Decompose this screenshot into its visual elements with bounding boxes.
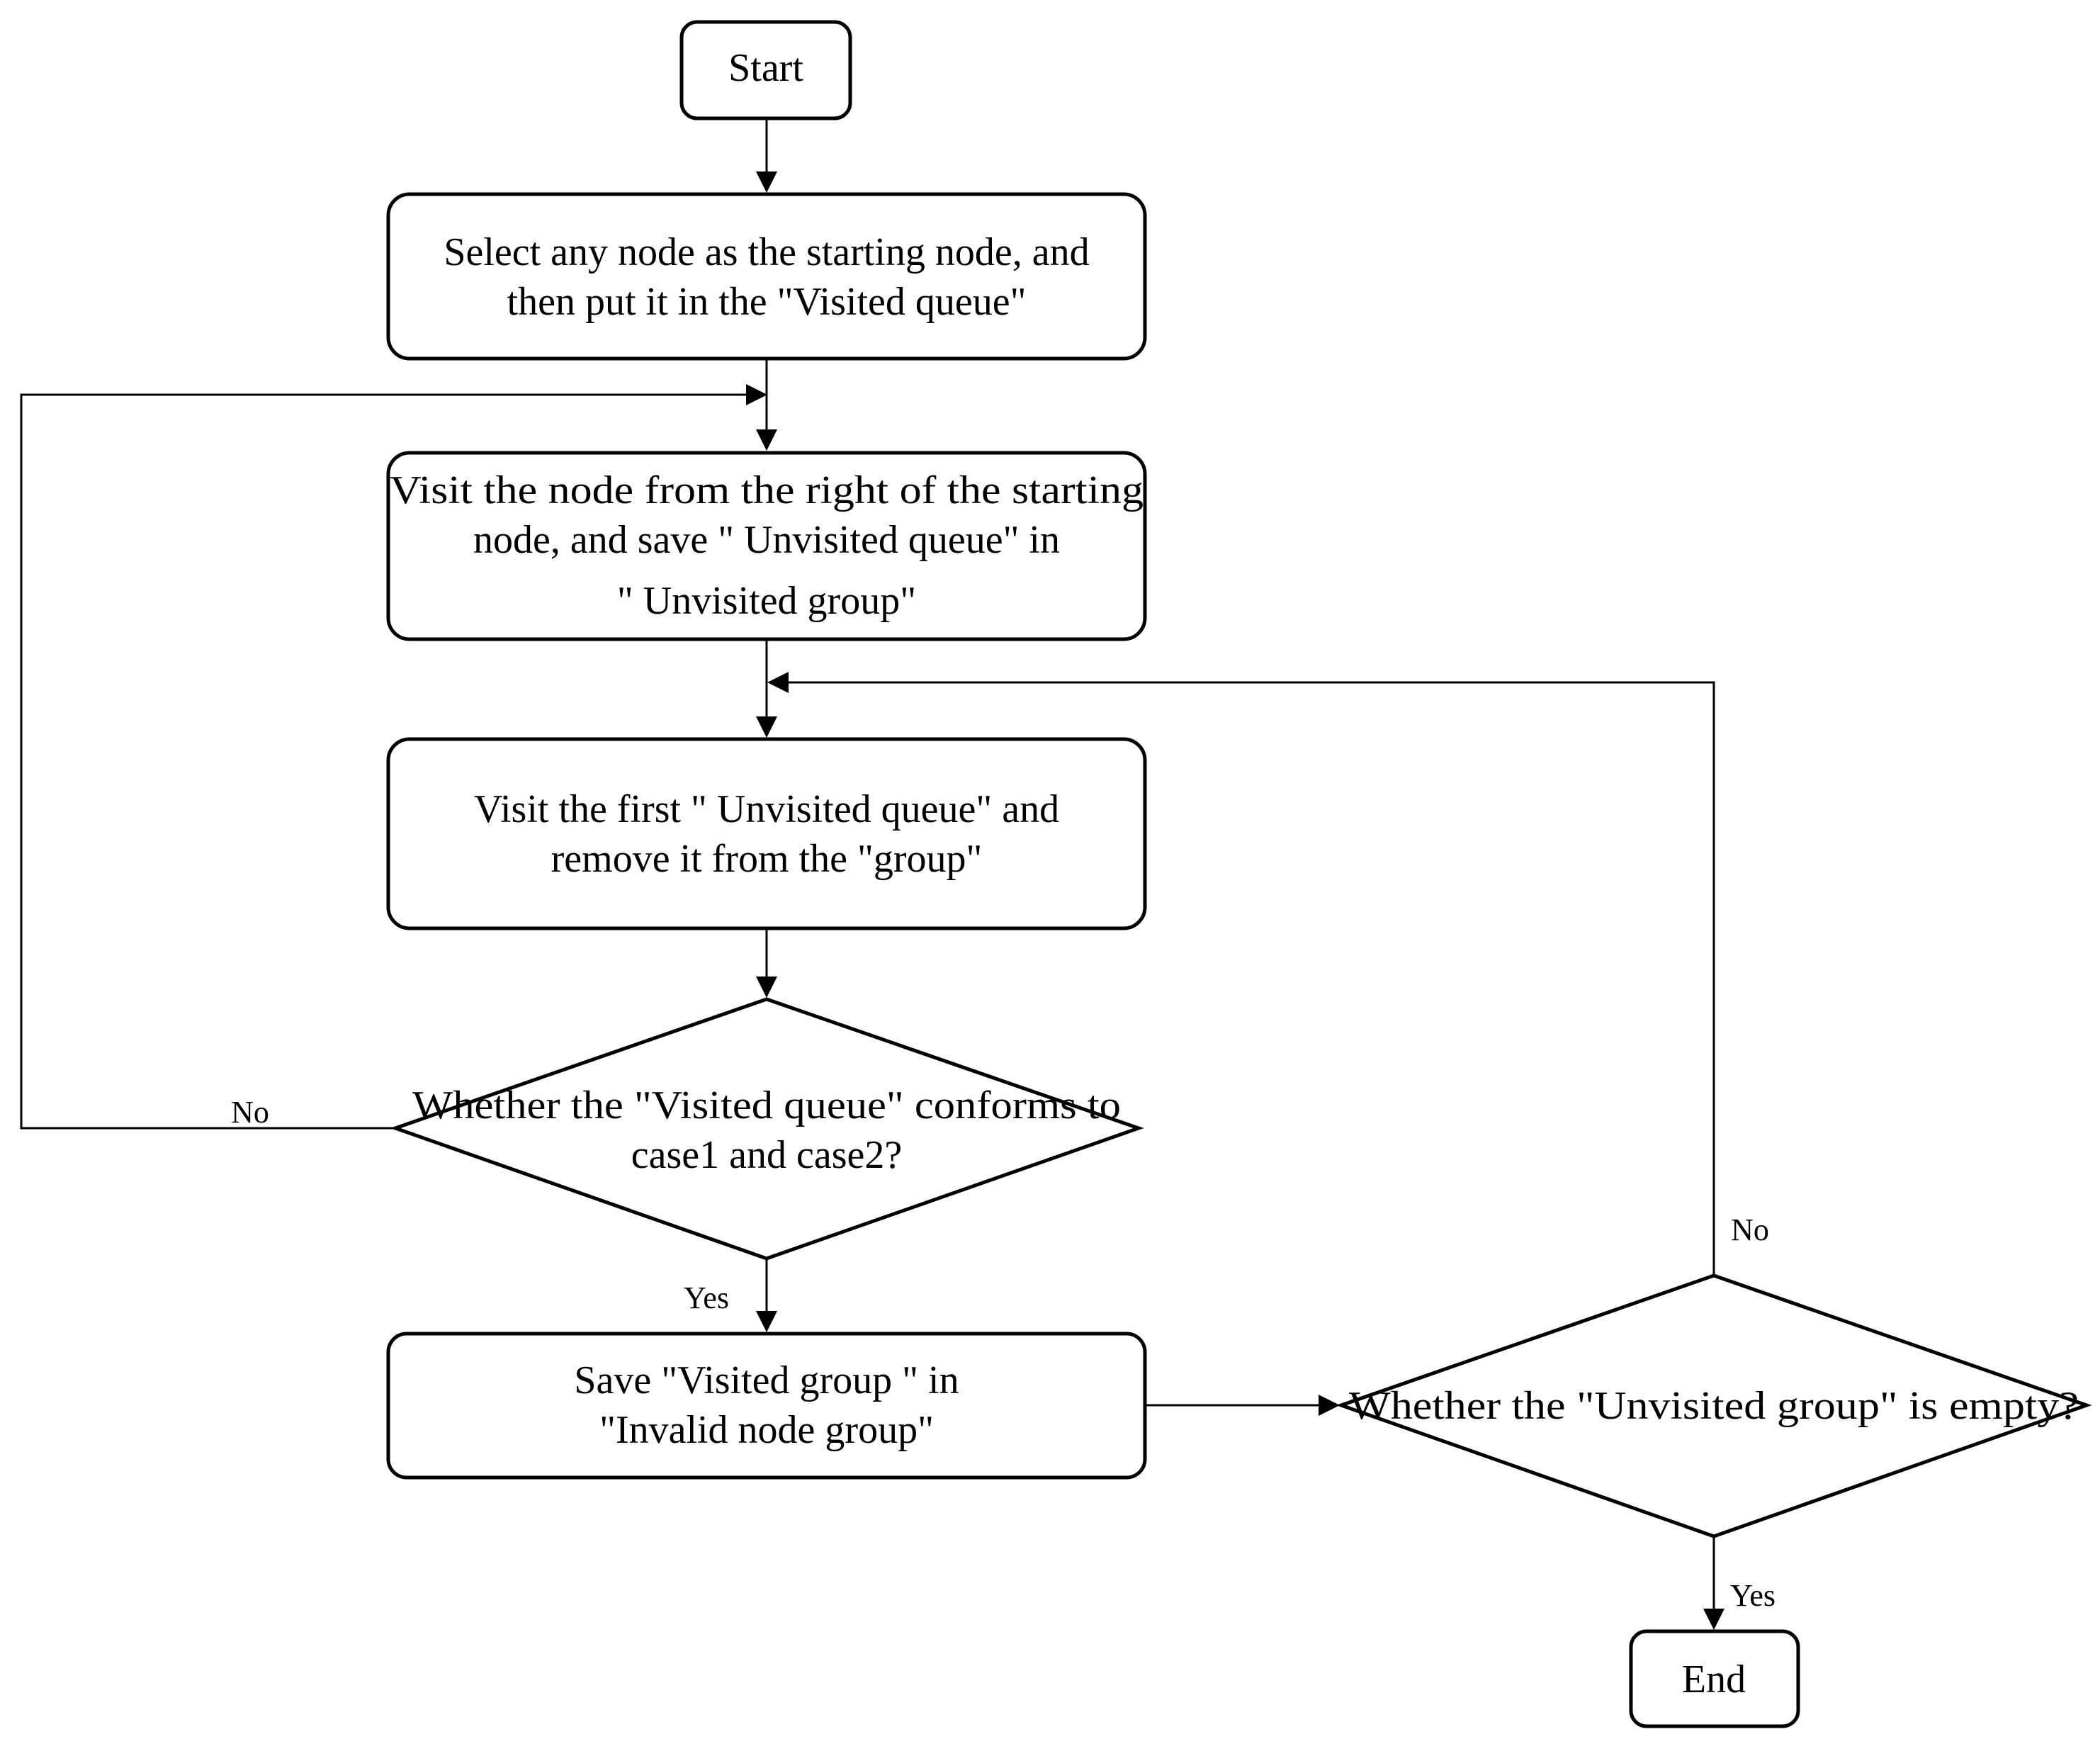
case-no-label: No	[231, 1095, 269, 1130]
visit-right-node-box	[386, 451, 1147, 641]
edges	[20, 118, 1724, 1630]
case-decision-diamond	[390, 997, 1144, 1261]
case-decision-label-line-1: Whether the "Visited queue" conforms to	[412, 1084, 1121, 1127]
empty-decision-label: Whether the "Unvisited group" is empty?	[1349, 1384, 2079, 1428]
visit-first-label-line-2: remove it from the "group"	[551, 837, 983, 881]
start-label: Start	[728, 46, 803, 90]
visit-right-label-line-1: Visit the node from the right of the sta…	[390, 468, 1144, 512]
empty-no-label: No	[1731, 1212, 1769, 1247]
case-yes-label: Yes	[684, 1281, 729, 1315]
case-decision-label-line-2: case1 and case2?	[631, 1133, 902, 1177]
edge-empty-no-loop	[767, 672, 1715, 1276]
edge-case-no-loop	[20, 384, 767, 1130]
save-invalid-label-line-2: "Invalid node group"	[599, 1408, 934, 1452]
save-invalid-label-line-1: Save "Visited group " in	[574, 1358, 959, 1402]
empty-decision-diamond	[1336, 1273, 2092, 1538]
save-invalid-group-box	[386, 1332, 1147, 1480]
visit-first-unvisited-box	[386, 737, 1147, 930]
visit-right-label-line-3: " Unvisited group"	[617, 579, 916, 623]
select-start-node-box	[386, 192, 1147, 361]
visit-first-label-line-1: Visit the first " Unvisited queue" and	[474, 787, 1059, 831]
start-terminal	[679, 20, 852, 120]
select-label-line-2: then put it in the "Visited queue"	[507, 280, 1027, 324]
end-terminal	[1629, 1629, 1800, 1728]
nodes	[386, 20, 2092, 1728]
edge-labels: No Yes No Yes	[231, 1095, 1776, 1613]
empty-yes-label: Yes	[1730, 1578, 1776, 1613]
node-labels: Start Select any node as the starting no…	[390, 46, 2079, 1701]
end-label: End	[1682, 1658, 1746, 1701]
select-label-line-1: Select any node as the starting node, an…	[444, 230, 1089, 274]
visit-right-label-line-2: node, and save " Unvisited queue" in	[473, 518, 1060, 562]
